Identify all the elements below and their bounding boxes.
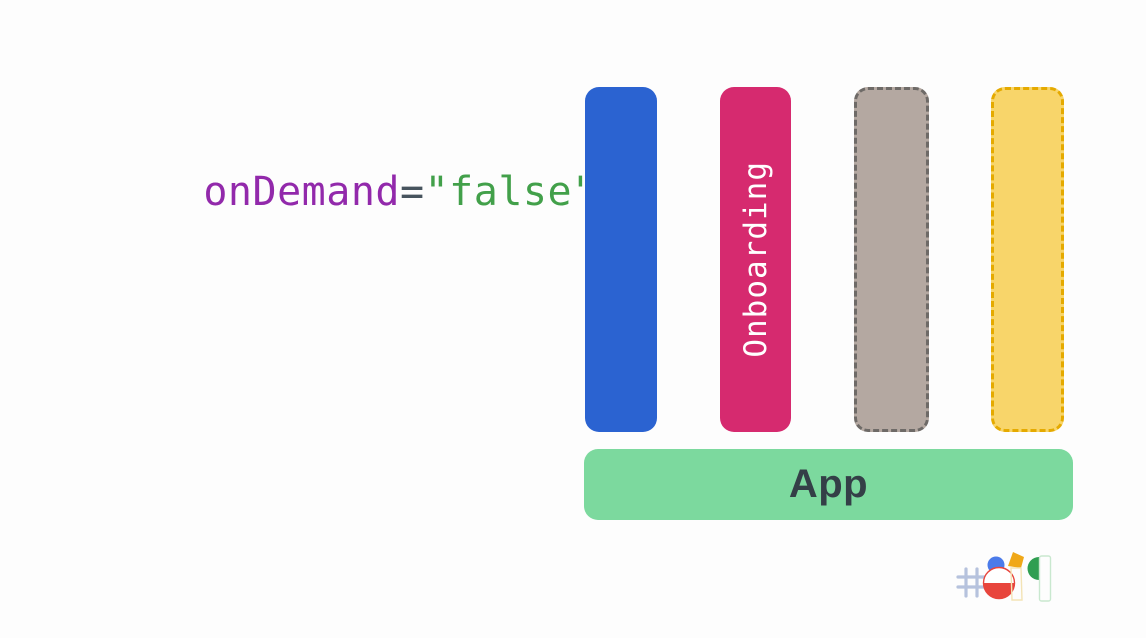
module-bar-onboarding: Onboarding <box>720 87 791 432</box>
module-label-onboarding: Onboarding <box>737 161 774 358</box>
code-attribute-value: "false" <box>424 169 597 215</box>
module-bar-dashed-yellow <box>991 87 1064 432</box>
module-bar-dashed-gray <box>854 87 929 432</box>
app-base-bar: App <box>584 449 1073 520</box>
one-flag-icon <box>1008 552 1024 568</box>
o-circle-bottom-icon <box>983 583 1015 599</box>
code-attribute-name: onDemand <box>203 169 400 215</box>
one-stem-outline-icon <box>1010 567 1023 601</box>
code-equals-sign: = <box>399 169 425 215</box>
code-snippet: onDemand="false" <box>105 126 597 258</box>
app-label: App <box>788 462 869 506</box>
nine-bowl-icon <box>1027 557 1039 580</box>
nine-stem-outline-icon <box>1038 555 1052 602</box>
module-bar-blue <box>585 87 657 432</box>
io19-logo <box>956 552 1052 602</box>
hash-icon <box>956 567 988 598</box>
